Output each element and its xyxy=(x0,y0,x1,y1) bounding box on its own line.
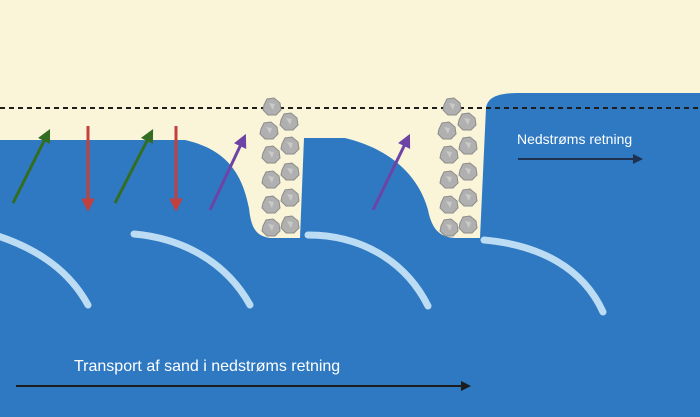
wave-crest xyxy=(130,230,254,309)
bay-wave-arrows xyxy=(208,133,411,211)
sand-transport-label: Transport af sand i nedstrøms retning xyxy=(74,358,341,375)
bay-wave-arrow-icon xyxy=(371,133,411,211)
bay-wave-arrow-icon xyxy=(208,133,247,211)
backwash-arrows xyxy=(81,126,183,212)
downstream-direction-label: Nedstrøms retning xyxy=(517,131,633,147)
incoming-wave-arrow-icon xyxy=(113,128,154,204)
wave-crest xyxy=(480,236,607,316)
wave-crests xyxy=(0,230,607,316)
incoming-wave-arrow-icon xyxy=(11,128,51,204)
wave-crest xyxy=(0,232,92,309)
incoming-wave-arrows xyxy=(11,128,154,204)
wave-crest xyxy=(304,231,432,310)
